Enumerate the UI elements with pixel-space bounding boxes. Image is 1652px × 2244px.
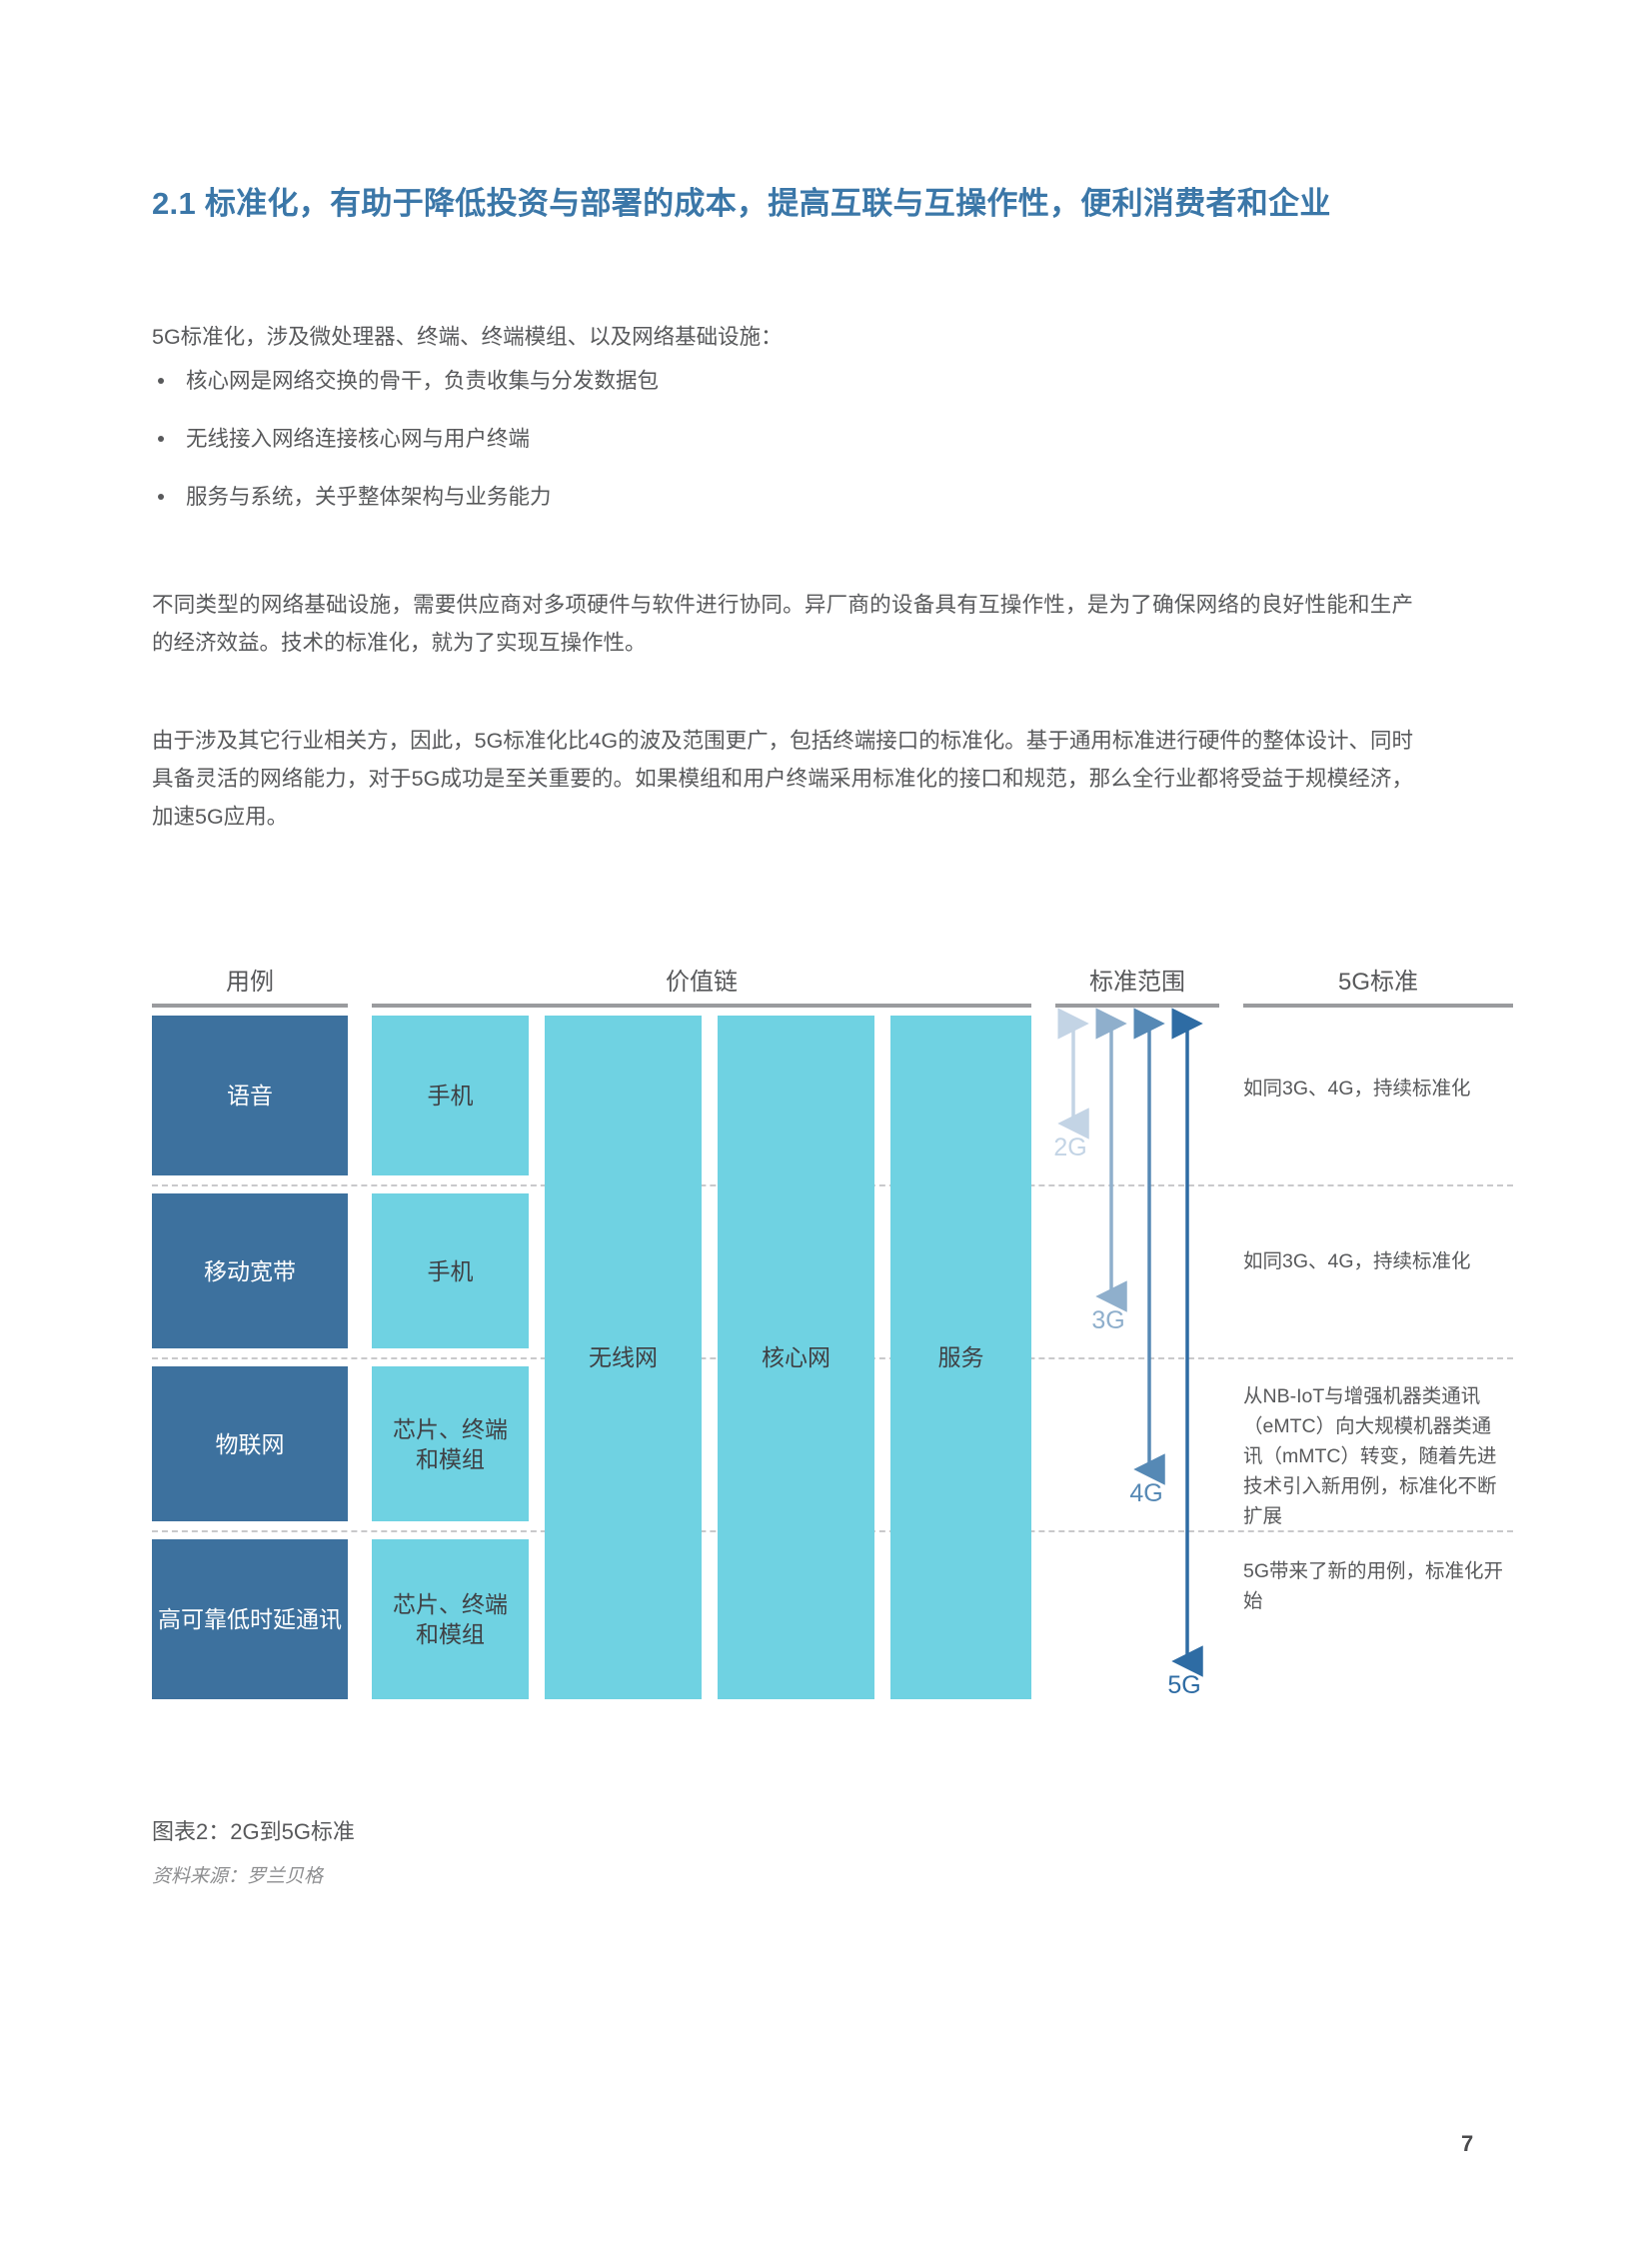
usecase-label: 物联网 — [215, 1430, 285, 1457]
page-title: 2.1 标准化，有助于降低投资与部署的成本，提高互联与互操作性，便利消费者和企业 — [152, 186, 1331, 221]
value-chain-label: 手机 — [427, 1257, 474, 1284]
value-chain-label: 服务 — [937, 1344, 984, 1370]
intro-paragraph: 5G标准化，涉及微处理器、终端、终端模组、以及网络基础设施： — [152, 325, 783, 349]
figure-source: 资料来源：罗兰贝格 — [152, 1866, 324, 1887]
figure-2g-to-5g-standards: 用例 价值链 标准范围 5G标准 语音 移动宽带 物联网 — [152, 952, 1513, 1791]
header-rule-standard-scope — [1055, 1004, 1219, 1008]
usecase-label: 语音 — [227, 1083, 273, 1109]
value-chain-bar-device-iot: 芯片、终端和模组 — [372, 1366, 529, 1521]
standard-note-urllc: 5G带来了新的用例，标准化开始 — [1243, 1560, 1504, 1612]
paragraph-interoperability: 不同类型的网络基础设施，需要供应商对多项硬件与软件进行协同。异厂商的设备具有互操… — [152, 593, 1413, 655]
standard-note-voice: 如同3G、4G，持续标准化 — [1243, 1078, 1471, 1100]
usecase-label: 高可靠低时延通讯 — [158, 1606, 342, 1632]
generation-label-2g: 2G — [1053, 1133, 1087, 1161]
bullet-dot-icon — [158, 378, 164, 384]
figure-grid: 语音 移动宽带 物联网 高可靠低时延通讯 手机 手机 芯片、终端和模组 芯片 — [152, 1008, 1513, 1731]
column-header-standard-scope: 标准范围 — [1089, 969, 1185, 996]
column-header-5g-standard: 5G标准 — [1337, 969, 1418, 996]
usecase-bar-iot: 物联网 — [152, 1366, 348, 1521]
generation-label-4g: 4G — [1129, 1479, 1163, 1507]
value-chain-bar-device-mbb: 手机 — [372, 1193, 529, 1348]
value-chain-bar-device-urllc: 芯片、终端和模组 — [372, 1539, 529, 1699]
list-item: 无线接入网络连接核心网与用户终端 — [152, 424, 1411, 454]
figure-column-headers: 用例 价值链 标准范围 5G标准 — [152, 952, 1513, 1012]
value-chain-bar-core-network: 核心网 — [718, 1016, 874, 1699]
generation-label-3g: 3G — [1091, 1306, 1125, 1334]
header-rule-value-chain — [372, 1004, 1031, 1008]
bullet-list: 核心网是网络交换的骨干，负责收集与分发数据包 无线接入网络连接核心网与用户终端 … — [152, 366, 1411, 540]
usecase-bar-urllc: 高可靠低时延通讯 — [152, 1539, 348, 1699]
value-chain-label: 芯片、终端和模组 — [393, 1591, 508, 1647]
header-rule-usecase — [152, 1004, 348, 1008]
standard-scope-arrows — [1057, 1008, 1203, 1677]
usecase-bar-voice: 语音 — [152, 1016, 348, 1175]
value-chain-label: 手机 — [427, 1083, 474, 1109]
bullet-dot-icon — [158, 494, 164, 500]
standard-note-iot: 从NB-IoT与增强机器类通讯（eMTC）向大规模机器类通讯（mMTC）转变，随… — [1243, 1385, 1497, 1527]
page-number: 7 — [1461, 2131, 1474, 2156]
list-item-label: 服务与系统，关乎整体架构与业务能力 — [186, 485, 552, 509]
usecase-label: 移动宽带 — [204, 1257, 296, 1284]
value-chain-bar-device-voice: 手机 — [372, 1016, 529, 1175]
list-item-label: 无线接入网络连接核心网与用户终端 — [186, 427, 531, 451]
bullet-dot-icon — [158, 436, 164, 442]
value-chain-label: 无线网 — [589, 1344, 658, 1370]
column-header-usecase: 用例 — [226, 969, 274, 996]
list-item: 核心网是网络交换的骨干，负责收集与分发数据包 — [152, 366, 1411, 396]
value-chain-bar-radio-network: 无线网 — [545, 1016, 702, 1699]
value-chain-label: 核心网 — [762, 1344, 830, 1370]
header-rule-5g-standard — [1243, 1004, 1513, 1008]
paragraph-standardization-scope: 由于涉及其它行业相关方，因此，5G标准化比4G的波及范围更广，包括终端接口的标准… — [152, 729, 1413, 829]
figure-caption: 图表2：2G到5G标准 — [152, 1819, 355, 1844]
list-item-label: 核心网是网络交换的骨干，负责收集与分发数据包 — [186, 369, 660, 393]
list-item: 服务与系统，关乎整体架构与业务能力 — [152, 482, 1411, 512]
column-header-value-chain: 价值链 — [666, 969, 738, 996]
usecase-bar-mobile-broadband: 移动宽带 — [152, 1193, 348, 1348]
value-chain-bar-services: 服务 — [890, 1016, 1031, 1699]
generation-label-5g: 5G — [1167, 1671, 1201, 1699]
value-chain-label: 芯片、终端和模组 — [393, 1415, 508, 1472]
standard-note-mobile-broadband: 如同3G、4G，持续标准化 — [1243, 1250, 1471, 1272]
